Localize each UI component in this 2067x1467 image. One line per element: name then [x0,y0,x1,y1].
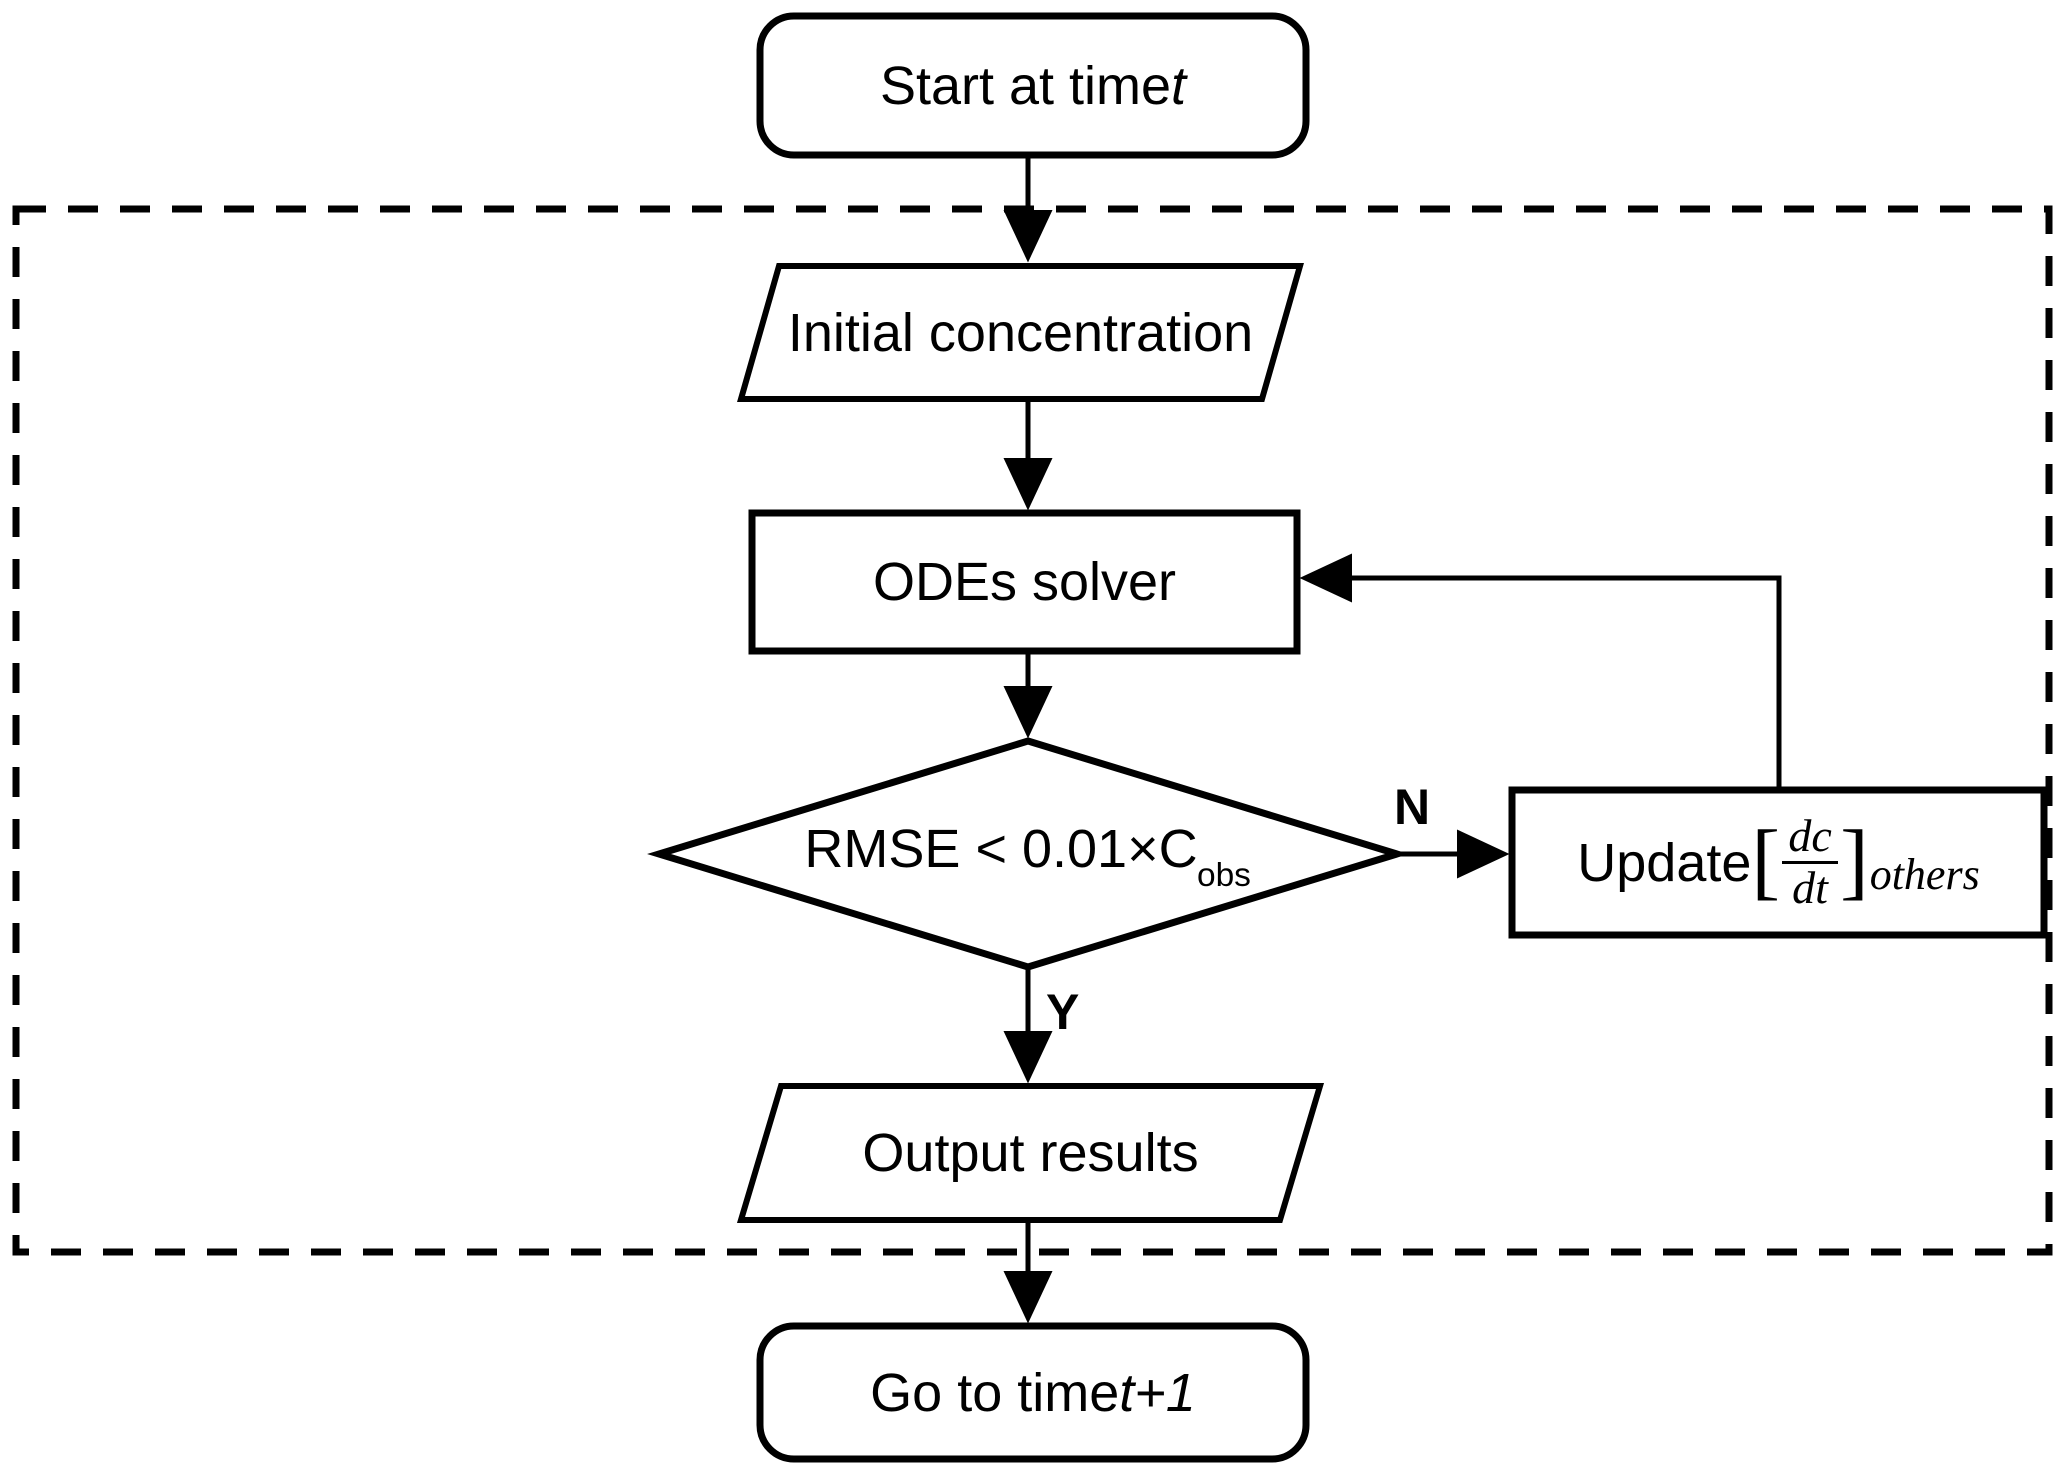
edge-update-feedback-to-solver [1299,553,1782,789]
start-node-shape[interactable] [756,12,1310,159]
odes-solver-shape[interactable] [748,509,1301,655]
output-results-shape[interactable] [736,1083,1325,1223]
edge-label-yes: Y [1046,987,1079,1037]
initial-concentration-shape[interactable] [737,263,1304,402]
update-node-shape[interactable] [1508,786,2048,939]
dashed-group-box [12,205,2053,1256]
decision-shape[interactable] [647,737,1409,971]
edge-label-yes-text: Y [1046,984,1080,1040]
edge-label-no-text: N [1394,779,1431,835]
go-to-next-node-shape[interactable] [756,1322,1310,1463]
edge-label-no: N [1394,782,1430,832]
